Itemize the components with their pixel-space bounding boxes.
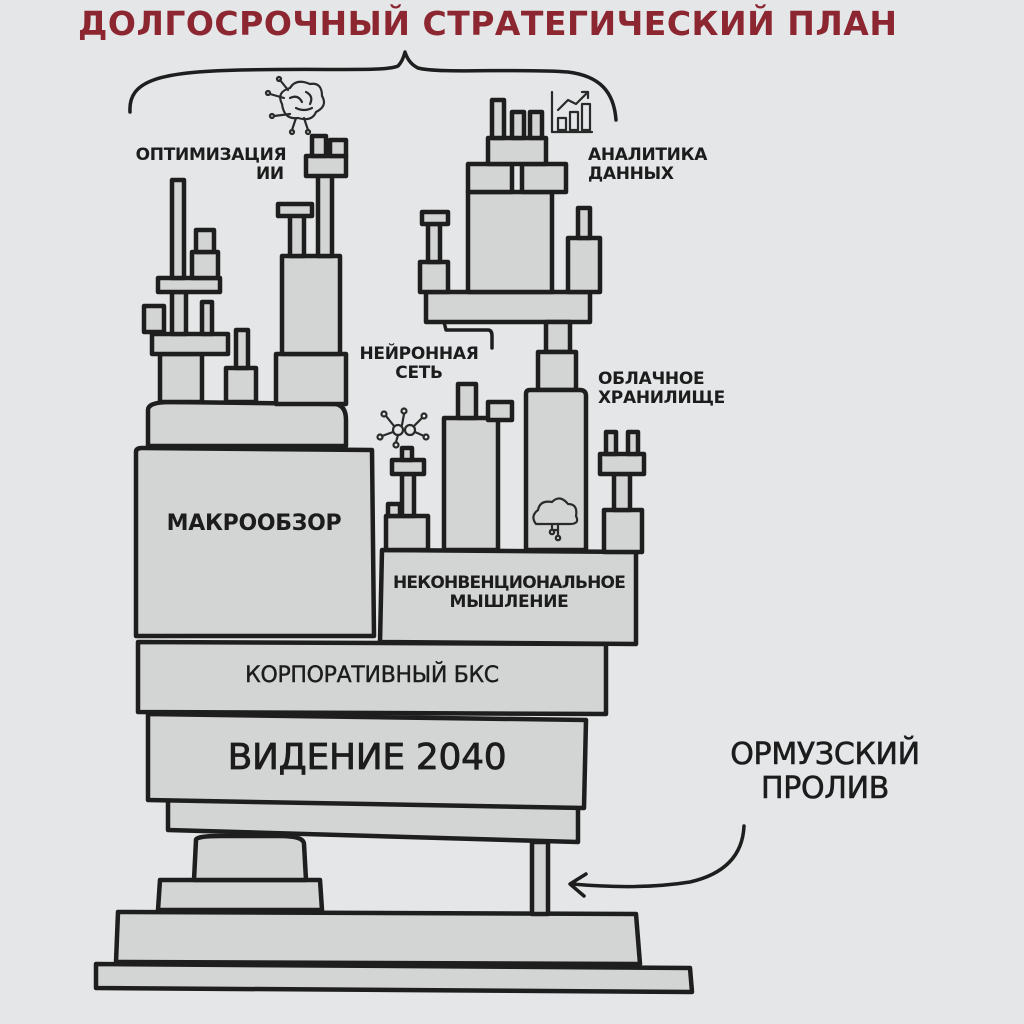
left-mid-shelf (155, 275, 223, 295)
center-left-tall (279, 253, 343, 357)
cs-post-b (625, 429, 641, 457)
label-cloud-storage: ОБЛАЧНОЕ ХРАНИЛИЩЕ (598, 369, 725, 409)
arrow-pointer (570, 824, 746, 889)
nn-base-cube (383, 513, 431, 553)
analytics-bar-3 (527, 109, 545, 141)
cloud-shoulder (535, 349, 579, 393)
left-small-jar (223, 365, 259, 405)
analytics-right-neck (575, 205, 593, 241)
cloud-network-icon (532, 497, 579, 542)
cs-post-a (603, 429, 619, 457)
center-left-post-cap (275, 201, 315, 219)
cs-pole (611, 471, 633, 513)
analytics-shelf-left (465, 161, 515, 195)
vision-2040-block[interactable] (145, 711, 589, 811)
left-shelf (149, 331, 231, 357)
round-support (191, 833, 309, 883)
center-left-post (287, 211, 307, 259)
center-left-pole (315, 171, 335, 259)
curly-brace (128, 50, 618, 122)
nn-tall-top (455, 381, 479, 421)
label-strait-of-hormuz: ОРМУЗСКИЙ ПРОЛИВ (730, 737, 920, 806)
analytics-left-cube (417, 259, 451, 295)
page-title: ДОЛГОСРОЧНЫЙ СТРАТЕГИЧЕСКИЙ ПЛАН (78, 4, 898, 43)
label-vision-2040: ВИДЕНИЕ 2040 (227, 737, 507, 778)
left-post-b (199, 299, 215, 337)
left-tall-pole (169, 177, 187, 281)
analytics-shelf-right (519, 161, 569, 195)
small-step (155, 877, 325, 913)
nn-small-cube (385, 501, 403, 519)
hormuz-pole (529, 839, 551, 917)
label-corporate-bcs: КОРПОРАТИВНЫЙ БКС (245, 663, 499, 688)
analytics-left-neck (425, 221, 443, 265)
base-slab (113, 909, 643, 967)
analytics-right-jar (565, 235, 603, 295)
cloud-neck (543, 319, 573, 355)
analytics-slab (423, 289, 593, 325)
nn-pole (399, 471, 417, 519)
bar-chart-growth-icon (550, 90, 594, 134)
macro-review-block[interactable] (133, 445, 377, 639)
center-left-top-b (327, 137, 349, 159)
base-plate (93, 961, 695, 995)
cloud-column (523, 387, 589, 553)
center-left-top-a (309, 133, 329, 159)
arrow-head (568, 872, 588, 898)
nn-top (399, 445, 415, 463)
nn-tall-side-cube (485, 399, 515, 423)
left-stack-block (157, 351, 205, 405)
left-post-a (169, 289, 189, 337)
center-left-base (273, 351, 349, 407)
label-unconventional-thinking: НЕКОНВЕНЦИОНАЛЬНОЕ МЫШЛЕНИЕ (392, 573, 626, 613)
label-neural-network: НЕЙРОННАЯ СЕТЬ (359, 344, 479, 384)
cs-base (601, 507, 645, 555)
left-jar (189, 249, 221, 281)
analytics-bar-1 (489, 97, 507, 141)
label-ai-optimization: ОПТИМИЗАЦИЯ ИИ (135, 145, 287, 185)
left-small-jar-neck (233, 327, 251, 371)
cs-shelf (597, 451, 647, 477)
left-small-cube (141, 303, 167, 335)
analytics-left-cap (419, 209, 451, 227)
nn-tall-column (441, 415, 501, 553)
label-data-analytics: АНАЛИТИКА ДАННЫХ (588, 145, 708, 185)
analytics-main-block (465, 189, 555, 295)
center-left-top-block (303, 153, 349, 179)
label-macro-review: МАКРООБЗОР (166, 511, 342, 536)
analytics-top-block (485, 135, 549, 167)
left-cap-slab (145, 399, 349, 449)
analytics-bar-2 (509, 109, 527, 141)
neural-network-icon (376, 407, 430, 449)
left-jar-top (193, 227, 217, 255)
brain-circuit-icon (264, 75, 326, 136)
neural-connector (442, 320, 494, 350)
